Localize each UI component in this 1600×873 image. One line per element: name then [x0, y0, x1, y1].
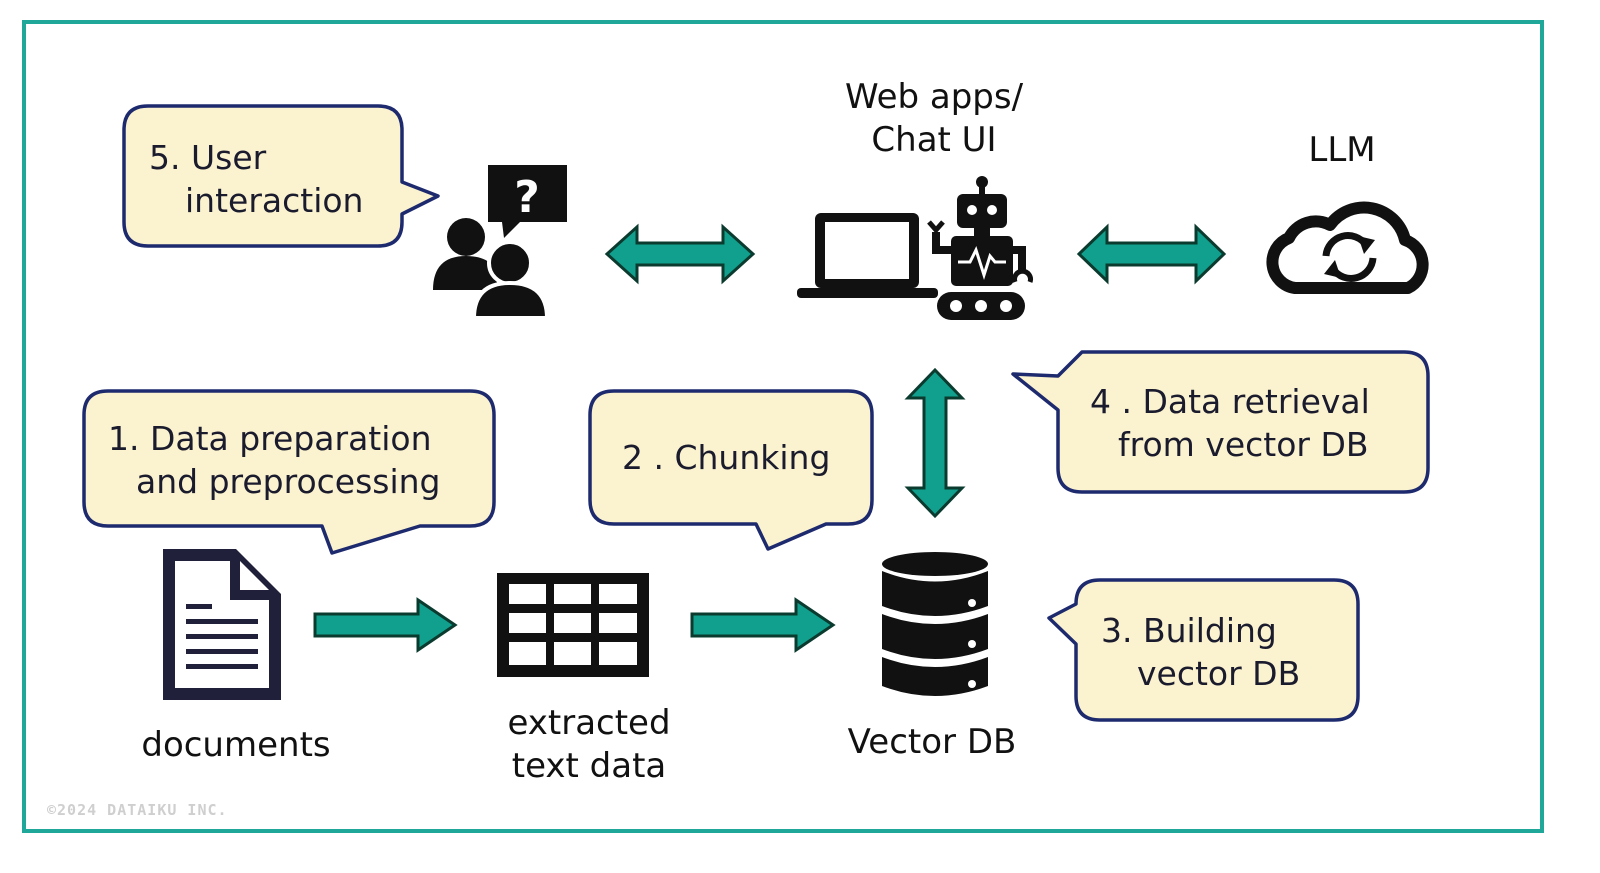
step5-line2: interaction	[185, 181, 364, 220]
step4-line1: 4 . Data retrieval	[1090, 382, 1370, 421]
extracted-label-line2: text data	[511, 746, 667, 786]
diagram-frame	[22, 20, 1544, 833]
arrow-extracted-vectordb	[690, 597, 836, 653]
llm-label: LLM	[1290, 129, 1394, 172]
robot-icon	[927, 176, 1033, 320]
arrow-users-webapps	[604, 223, 756, 285]
users-question-icon: ?	[433, 165, 567, 320]
webapps-label: Web apps/ Chat UI	[820, 76, 1048, 162]
step5-line1: 5. User	[149, 138, 267, 177]
bubble-step5	[122, 104, 440, 248]
step4-text: 4 . Data retrieval from vector DB	[1090, 380, 1370, 466]
extracted-label: extracted text data	[489, 702, 689, 788]
extracted-label-line1: extracted	[507, 703, 671, 743]
bubble-step1	[82, 389, 496, 555]
step1-text: 1. Data preparation and preprocessing	[108, 417, 441, 503]
step1-line2: and preprocessing	[136, 462, 441, 501]
vectordb-label: Vector DB	[830, 721, 1034, 764]
cloud-sync-icon	[1266, 201, 1429, 294]
step3-line2: vector DB	[1137, 654, 1301, 693]
svg-text:?: ?	[514, 172, 540, 223]
step3-text: 3. Building vector DB	[1101, 609, 1300, 695]
table-icon	[497, 573, 649, 677]
webapps-label-line2: Chat UI	[871, 120, 997, 160]
document-icon	[163, 549, 281, 700]
webapps-label-line1: Web apps/	[844, 77, 1024, 117]
step4-line2: from vector DB	[1118, 425, 1369, 464]
copyright-text: ©2024 DATAIKU INC.	[47, 801, 228, 819]
step2-text: 2 . Chunking	[622, 436, 830, 479]
documents-label: documents	[134, 724, 338, 767]
bubble-step2	[588, 389, 874, 551]
step3-line1: 3. Building	[1101, 611, 1277, 650]
bubble-step4	[1011, 350, 1430, 494]
llm-label-line1: LLM	[1308, 130, 1376, 170]
step2-line1: 2 . Chunking	[622, 438, 831, 477]
arrow-webapps-vectordb	[904, 367, 966, 519]
arrow-documents-extracted	[313, 597, 458, 653]
step5-text: 5. User interaction	[149, 136, 363, 222]
laptop-icon	[797, 213, 938, 298]
arrow-webapps-llm	[1076, 223, 1227, 285]
step1-line1: 1. Data preparation	[108, 419, 432, 458]
database-icon	[882, 552, 988, 696]
documents-label-line1: documents	[141, 725, 331, 765]
vectordb-label-line1: Vector DB	[847, 722, 1017, 762]
bubble-step3	[1047, 578, 1360, 722]
